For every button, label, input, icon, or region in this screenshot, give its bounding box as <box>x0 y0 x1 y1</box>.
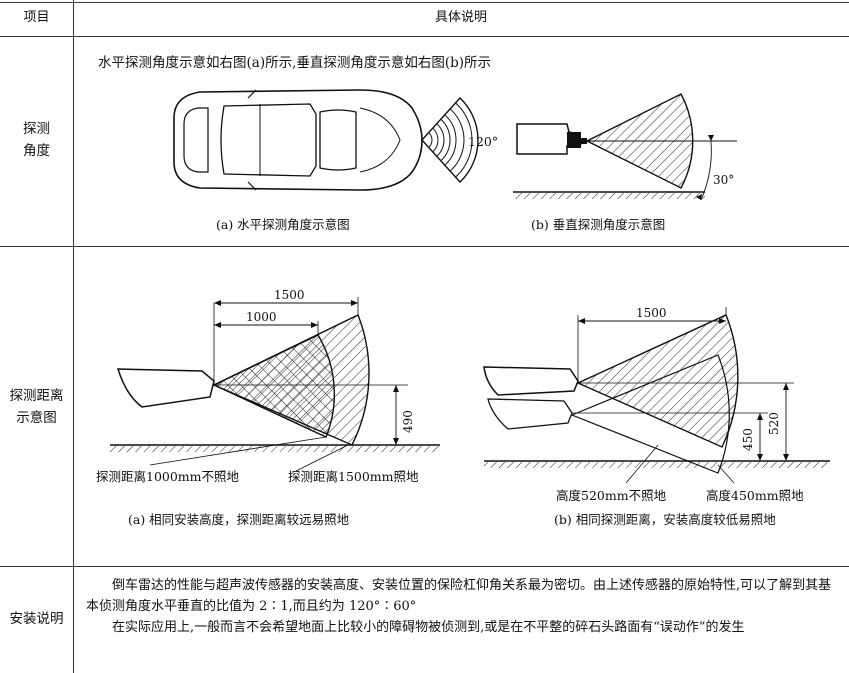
row3-content: 倒车雷达的性能与超声波传感器的安装高度、安装位置的保险杠仰角关系最为密切。由上述… <box>86 575 838 638</box>
row1-label-line2: 角度 <box>23 143 50 159</box>
bumper-high <box>483 366 579 396</box>
row1-bottom-rule <box>0 246 849 247</box>
figure-distance-right: 1500 450 520 <box>483 306 830 484</box>
label-left-1000: 探测距离1000mm不照地 <box>96 469 240 484</box>
fig-right-caption: (b) 相同探测距离，安装高度较低易照地 <box>554 512 776 527</box>
label-right-520: 高度520mm不照地 <box>556 488 667 503</box>
row1-intro: 水平探测角度示意如右图(a)所示,垂直探测角度示意如右图(b)所示 <box>98 55 492 71</box>
car-cabin <box>220 103 317 177</box>
row3-paragraph-2: 在实际应用上,一般而言不会希望地面上比较小的障碍物被侦测到,或是在不平整的碎石头… <box>112 620 745 635</box>
dim-outer-left: 1500 <box>274 288 305 302</box>
sector-1000 <box>212 334 336 438</box>
bumper-low <box>487 398 573 430</box>
row3-label: 安装说明 <box>9 611 64 627</box>
dim-height-left: 490 <box>401 410 415 433</box>
bumper-left <box>116 368 215 408</box>
row2-bottom-rule <box>0 566 849 567</box>
figure-distance-left: 1500 1000 490 <box>110 288 440 472</box>
row2-label: 探测距离 示意图 <box>0 385 73 429</box>
label-left-1500: 探测距离1500mm照地 <box>288 469 419 484</box>
row1-label-line1: 探测 <box>23 121 50 137</box>
row3-paragraph-1: 倒车雷达的性能与超声波传感器的安装高度、安装位置的保险杠仰角关系最为密切。由上述… <box>86 578 832 614</box>
table-top-rule <box>0 2 849 3</box>
fig-left-caption: (a) 相同安装高度，探测距离较远易照地 <box>128 512 350 527</box>
dim-inner-left: 1000 <box>246 310 277 324</box>
row2-label-line1: 探测距离 <box>9 388 64 404</box>
dim-outer-right: 1500 <box>636 306 667 320</box>
dim-h1-right: 450 <box>741 428 755 451</box>
angle-vertical-label: 30° <box>713 173 734 187</box>
header-item: 项目 <box>23 10 50 25</box>
header-bottom-rule <box>0 36 849 37</box>
row1-label: 探测 角度 <box>0 118 73 162</box>
label-right-450: 高度450mm照地 <box>706 488 804 503</box>
sector-high <box>576 314 739 448</box>
fig-b-caption: (b) 垂直探测角度示意图 <box>531 217 666 232</box>
figure-horizontal-angle: 120° <box>173 89 498 191</box>
row2-label-line2: 示意图 <box>16 410 57 426</box>
column-divider <box>73 0 74 673</box>
dim-h2-right: 520 <box>767 412 781 435</box>
angle-horizontal-label: 120° <box>468 134 498 149</box>
fig-a-caption: (a) 水平探测角度示意图 <box>216 217 350 232</box>
figure-vertical-angle: 30° <box>513 93 737 201</box>
car-body <box>173 89 423 191</box>
horizontal-sector <box>422 98 478 182</box>
header-description: 具体说明 <box>434 10 487 25</box>
